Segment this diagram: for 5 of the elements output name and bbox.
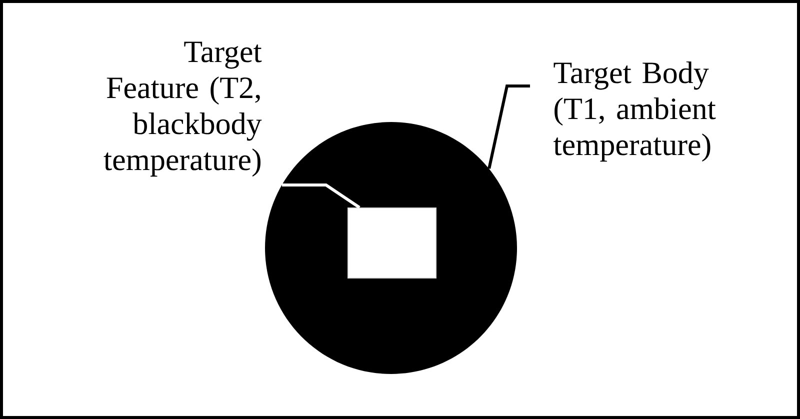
text-label: Target Feature (T2, blackbody temperature) <box>104 42 262 177</box>
rectangle <box>348 208 436 278</box>
text-label: Target Body (T1, ambient temperature) <box>554 61 716 162</box>
leader-line <box>282 184 360 209</box>
leader-line <box>488 84 530 169</box>
